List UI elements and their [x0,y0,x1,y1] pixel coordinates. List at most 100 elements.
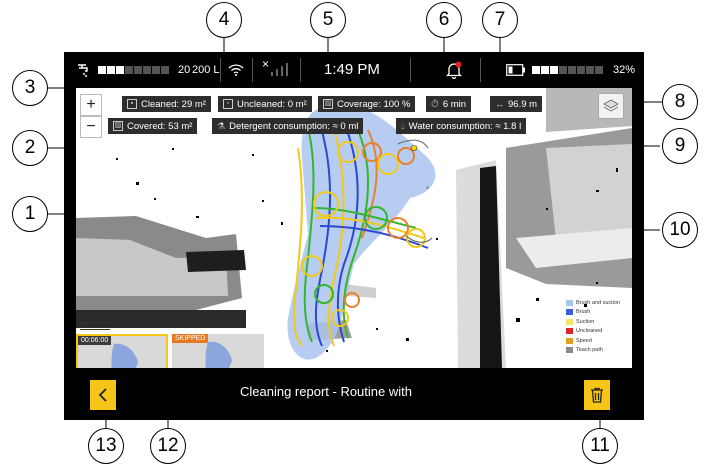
covered-area-icon: ▨ [113,121,123,131]
legend-swatch [566,337,573,344]
gauge-segment [595,66,603,74]
thumbnail-map-preview [172,334,264,368]
water-consumption-stat: 💧︎ Water consumption: ≈ 1.8 l [396,118,527,134]
covered-area-value: Covered: 53 m² [127,120,193,132]
gauge-segment [152,66,160,74]
coverage-icon: ▨ [323,99,333,109]
scale-metric: 1 m [80,316,110,323]
callout-2: 2 [12,130,48,166]
bottom-bar: Cleaning report - Routine with [64,368,644,420]
battery-gauge [532,52,604,88]
callout-12: 12 [150,428,186,464]
legend-item: Teach path [566,346,620,356]
signal-mute-mark: × [262,57,270,71]
water-drop-icon: 💧︎ [401,120,405,131]
gauge-segment [541,66,549,74]
legend-label: Brush and suction [576,299,621,306]
routine-thumbnail-current[interactable]: 00:06:00 test [76,334,168,368]
legend-swatch [566,328,573,335]
detergent-consumption-value: Detergent consumption: ≈ 0 ml [229,120,359,132]
callout-4: 4 [206,2,242,38]
legend-label: Brush [576,309,591,316]
coverage-stat: ▨ Coverage: 100 % [318,96,416,112]
zoom-in-button[interactable]: + [80,94,102,116]
tank-unit: 200 L [192,64,220,76]
cleaned-area-stat: ▪ Cleaned: 29 m² [122,96,211,112]
legend-swatch [566,299,573,306]
clock: 1:49 PM [324,61,380,78]
status-bar: 20 200 L × 1:49 PM 32% [64,52,644,88]
legend-label: Speed [576,337,592,344]
water-tank-gauge [98,52,170,88]
detergent-bottle-icon: ⚗ [217,120,226,131]
legend-item: Uncleaned [566,327,620,337]
covered-area-stat: ▨ Covered: 53 m² [108,118,198,134]
layers-button[interactable] [598,93,624,119]
water-consumption-value: Water consumption: ≈ 1.8 l [408,120,522,132]
chevron-left-icon [98,388,107,402]
callout-6: 6 [426,2,462,38]
distance-value: 96.9 m [508,98,538,110]
thumbnail-duration-tag: 00:06:00 [78,336,112,345]
callout-8: 8 [662,84,698,120]
duration-value: 6 min [442,98,467,110]
signal-icon [270,52,292,88]
distance-stat: ↔ 96.9 m [490,96,543,112]
legend-item: Brush [566,308,620,318]
legend-swatch [566,318,573,325]
uncleaned-area-icon: ▫ [223,99,233,109]
battery-percentage: 32% [613,64,636,76]
layers-icon [603,99,619,112]
gauge-segment [586,66,594,74]
legend-item: Brush and suction [566,298,620,308]
back-button[interactable] [90,380,116,410]
thumbnail-skipped-tag: SKIPPED [172,334,209,343]
cleaned-area-icon: ▪ [127,99,137,109]
cleaning-map[interactable]: ▪ Cleaned: 29 m² ▫ Uncleaned: 0 m² ▨ Cov… [76,88,632,368]
map-background [76,88,632,368]
callout-5: 5 [310,2,346,38]
map-scale: 1 m 5 ft [80,316,110,330]
gauge-segment [125,66,133,74]
callout-1: 1 [12,196,48,232]
stopwatch-icon: ⏱ [431,98,439,110]
callout-9: 9 [662,128,698,164]
gauge-segment [161,66,169,74]
callout-10: 10 [662,212,698,248]
legend-item: Speed [566,336,620,346]
gauge-segment [568,66,576,74]
trash-icon [591,387,603,403]
report-title: Cleaning report - Routine with [240,384,412,399]
legend-label: Suction [576,318,595,325]
robot-display: 20 200 L × 1:49 PM 32% [64,52,644,420]
bell-icon[interactable] [446,52,462,88]
delete-button[interactable] [584,380,610,410]
gauge-segment [577,66,585,74]
gauge-segment [559,66,567,74]
uncleaned-area-stat: ▫ Uncleaned: 0 m² [218,96,312,112]
uncleaned-area-value: Uncleaned: 0 m² [237,98,307,110]
scale-imperial: 5 ft [80,323,110,330]
routine-thumbnail-skipped[interactable]: SKIPPED test [172,334,264,368]
gauge-segment [532,66,540,74]
distance-icon: ↔ [495,99,504,109]
gauge-segment [134,66,142,74]
map-legend: Brush and suction Brush Suction Uncleane… [566,298,620,355]
legend-swatch [566,347,573,354]
gauge-segment [116,66,124,74]
zoom-out-button[interactable]: − [80,116,102,138]
gauge-segment [550,66,558,74]
cleaned-area-value: Cleaned: 29 m² [141,98,206,110]
detergent-consumption-stat: ⚗ Detergent consumption: ≈ 0 ml [212,118,364,134]
callout-3: 3 [12,70,48,106]
tap-icon [76,52,92,88]
legend-swatch [566,309,573,316]
legend-item: Suction [566,317,620,327]
callout-7: 7 [482,2,518,38]
gauge-segment [107,66,115,74]
callout-11: 11 [582,428,618,464]
tank-value: 20 [178,64,191,76]
callout-13: 13 [88,428,124,464]
gauge-segment [143,66,151,74]
duration-stat: ⏱ 6 min [426,96,472,112]
